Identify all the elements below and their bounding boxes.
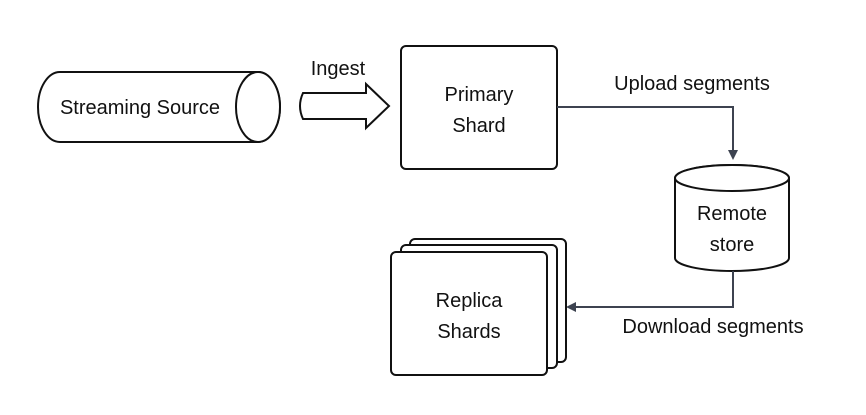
cylinder-top	[674, 164, 790, 192]
cylinder-cap	[235, 71, 281, 143]
streaming-source-node: Streaming Source	[37, 71, 281, 143]
remote-store-label-line1: Remote	[697, 203, 767, 225]
primary-shard-label-line1: Primary	[445, 84, 514, 106]
replica-shards-label-line2: Shards	[437, 321, 500, 343]
replica-shards-node: Replica Shards	[390, 238, 567, 376]
replica-shards-label-line1: Replica	[436, 290, 504, 312]
remote-store-label-line2: store	[710, 234, 754, 256]
primary-shard-node: Primary Shard	[400, 45, 558, 170]
streaming-source-label: Streaming Source	[60, 97, 220, 119]
download-connector	[566, 271, 734, 312]
ingest-arrow	[299, 81, 391, 131]
ingest-label: Ingest	[311, 58, 366, 80]
download-label: Download segments	[622, 316, 803, 338]
upload-label: Upload segments	[614, 73, 770, 95]
remote-store-node: Remote store	[674, 164, 790, 272]
replica-card-front	[390, 251, 548, 376]
upload-connector	[557, 106, 738, 160]
primary-shard-label-line2: Shard	[452, 115, 505, 137]
